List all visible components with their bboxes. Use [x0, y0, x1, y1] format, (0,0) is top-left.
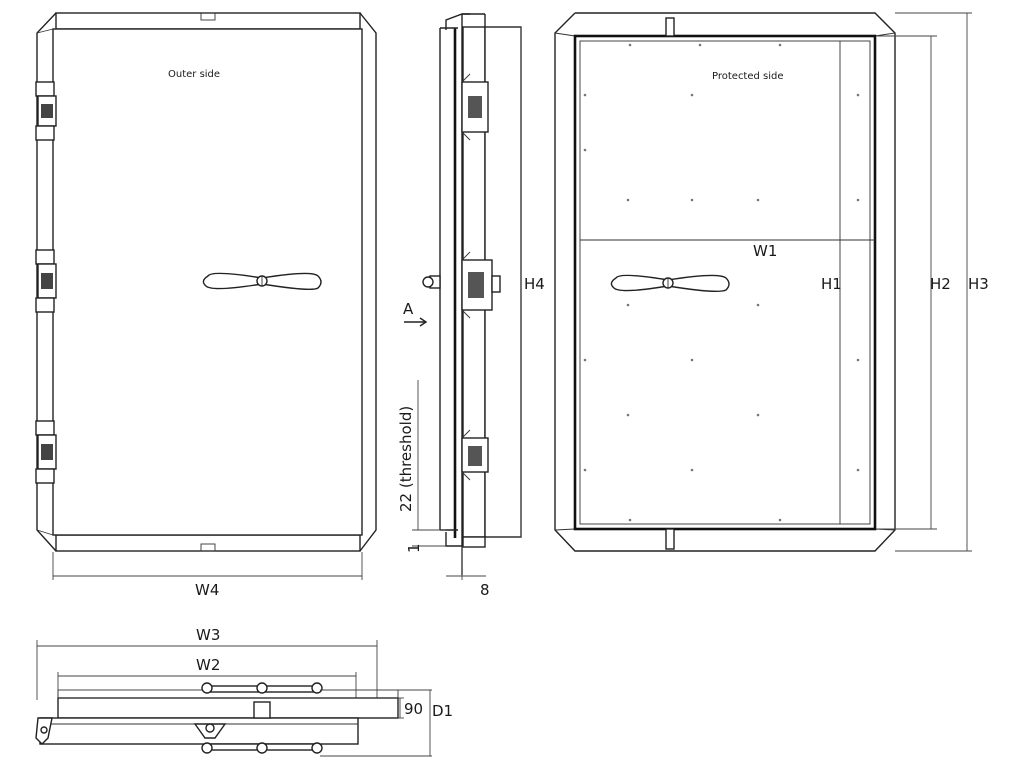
w4-dimension — [52, 552, 363, 580]
protected-bottom-latch — [665, 528, 675, 550]
h2-label: H2 — [930, 275, 951, 293]
protected-joint-tr — [874, 32, 896, 37]
top-wall — [39, 717, 359, 745]
threshold-gap-label: 1 — [405, 543, 423, 553]
side-section-view: H4 A 22 (threshold) 1 8 — [397, 13, 545, 599]
outer-bottom-latch — [200, 543, 216, 552]
section-arrow — [404, 317, 428, 327]
top-leaf — [57, 697, 399, 719]
outer-hinge-bottom — [35, 420, 57, 484]
protected-outer-frame — [554, 12, 896, 552]
w4-label: W4 — [195, 581, 219, 599]
outer-frame-joint-bottom — [36, 529, 54, 536]
depth-8-dimension — [446, 546, 486, 580]
outer-hinge-middle — [35, 249, 57, 313]
outer-right-frame-edge — [359, 12, 377, 552]
protected-handle — [610, 274, 730, 293]
protected-rivets — [583, 43, 860, 522]
section-hinge-middle — [461, 251, 501, 319]
outer-bottom-frame — [55, 534, 361, 552]
protected-leaf-inner — [579, 40, 871, 525]
d1-dimension — [320, 689, 432, 757]
depth-8-label: 8 — [480, 581, 490, 599]
thickness-label: 90 — [404, 700, 423, 718]
threshold-dimension — [412, 380, 446, 547]
outer-hinge-top — [35, 81, 57, 141]
section-arrow-label: A — [403, 300, 414, 318]
outer-top-latch — [200, 12, 216, 21]
outer-side-caption: Outer side — [168, 69, 220, 80]
w3-label: W3 — [196, 626, 220, 644]
protected-joint-tl — [554, 32, 576, 37]
h1-label: H1 — [821, 275, 842, 293]
outer-side-view: Outer side W4 — [35, 12, 377, 599]
outer-top-frame — [55, 12, 361, 30]
top-hinge-hardware — [193, 682, 323, 754]
section-hinge-bottom — [461, 429, 489, 481]
top-section-view: W3 W2 — [35, 626, 453, 757]
outer-left-frame-edge — [36, 12, 57, 552]
d1-label: D1 — [432, 702, 453, 720]
section-threshold-block — [462, 536, 486, 548]
outer-handle — [202, 272, 322, 291]
protected-top-latch — [665, 17, 675, 37]
w2-label: W2 — [196, 656, 220, 674]
h4-label: H4 — [524, 275, 545, 293]
thickness-dimension — [398, 697, 404, 719]
protected-joint-bl — [554, 528, 576, 531]
outer-frame-joint-top — [36, 28, 54, 34]
section-hinge-top — [461, 73, 489, 141]
protected-side-caption: Protected side — [712, 71, 784, 82]
height-dimensions — [877, 12, 972, 552]
section-handle — [422, 275, 441, 289]
threshold-label: 22 (threshold) — [397, 406, 415, 512]
top-left-pivot — [35, 717, 53, 745]
protected-side-view: Protected side W1 H1 H2 H3 — [554, 12, 989, 552]
h3-label: H3 — [968, 275, 989, 293]
protected-door-leaf — [573, 34, 877, 531]
w1-label: W1 — [753, 242, 777, 260]
